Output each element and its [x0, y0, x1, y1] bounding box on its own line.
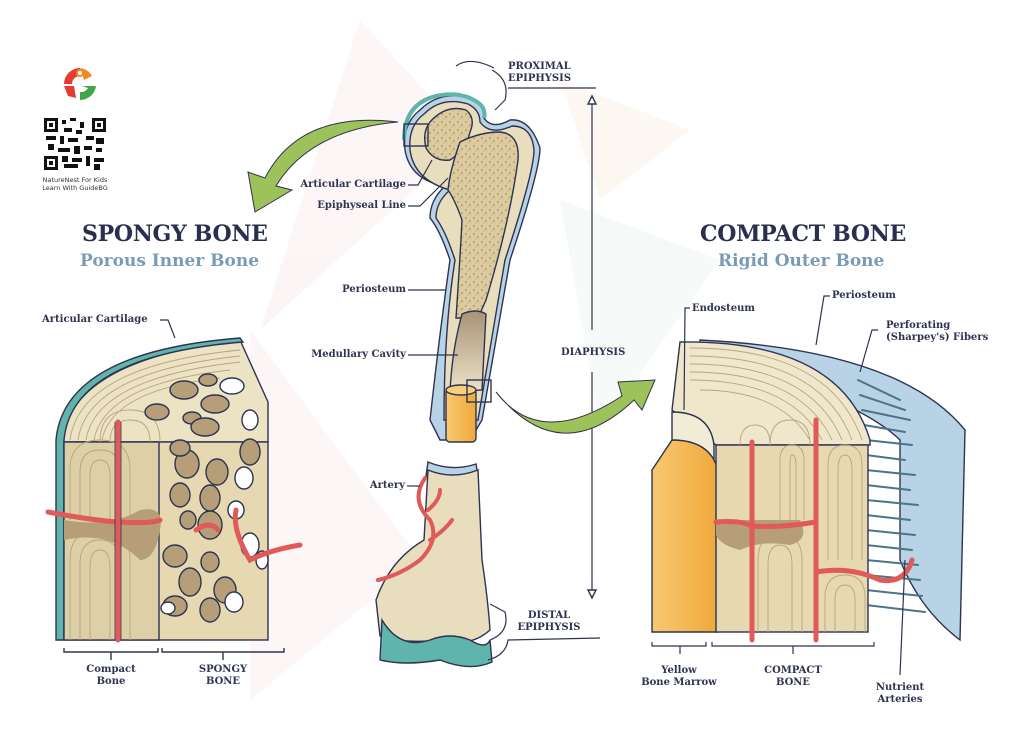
compact-bone-illustration — [651, 295, 966, 676]
label-marrow-line2: Bone Marrow — [641, 677, 717, 688]
label-distal-epiphysis: DISTAL EPIPHYSIS — [514, 610, 584, 634]
label-yellow-bone-marrow: Yellow Bone Marrow — [634, 665, 724, 689]
label-spongy-line1: SPONGY — [198, 664, 248, 675]
label-proximal-line2: EPIPHYSIS — [508, 73, 572, 84]
label-spongy-line2: BONE — [205, 676, 241, 687]
label-distal-line1: DISTAL — [527, 610, 571, 621]
spongy-bone-subtitle: Porous Inner Bone — [80, 251, 260, 271]
label-distal-line2: EPIPHYSIS — [517, 622, 581, 633]
label-compact-line2: Bone — [96, 676, 126, 687]
zoom-arrow-right — [495, 379, 656, 434]
logo-icon — [64, 68, 96, 101]
label-nutrient-line2: Arteries — [877, 694, 923, 705]
label-compact-bone-left: Compact Bone — [76, 664, 146, 688]
label-artery: Artery — [369, 480, 405, 491]
label-spongy-bone: SPONGY BONE — [188, 664, 258, 688]
label-medullary-cavity: Medullary Cavity — [311, 349, 406, 360]
label-proximal-line1: PROXIMAL — [508, 61, 571, 72]
label-nutrient-arteries: Nutrient Arteries — [865, 682, 935, 706]
label-marrow-line1: Yellow — [661, 665, 697, 676]
label-perforating-line2: (Sharpey's) Fibers — [886, 332, 989, 343]
label-compact-bone-right: COMPACT BONE — [758, 665, 828, 689]
label-compact-right-line2: BONE — [775, 677, 811, 688]
femur-illustration — [375, 60, 601, 668]
label-perforating-fibers: Perforating (Sharpey's) Fibers — [886, 320, 988, 344]
label-nutrient-line1: Nutrient — [875, 682, 925, 693]
zoom-arrow-left — [247, 119, 399, 213]
label-compact-right-line1: COMPACT — [764, 665, 822, 676]
brand-name: NatureNest For Kids — [42, 176, 108, 184]
compact-bone-title: COMPACT BONE — [700, 221, 907, 247]
compact-bone-subtitle: Rigid Outer Bone — [718, 251, 885, 271]
brand-tagline: Learn With GuideBG — [42, 184, 108, 192]
label-articular-cartilage-left: Articular Cartilage — [42, 314, 148, 325]
label-epiphyseal-line: Epiphyseal Line — [317, 200, 406, 211]
label-periosteum-right: Periosteum — [832, 290, 896, 301]
label-perforating-line1: Perforating — [886, 320, 951, 331]
label-articular-cartilage-center: Articular Cartilage — [300, 179, 406, 190]
label-periosteum-center: Periosteum — [342, 284, 406, 295]
label-compact-line1: Compact — [86, 664, 136, 675]
label-proximal-epiphysis: PROXIMAL EPIPHYSIS — [508, 61, 571, 85]
label-diaphysis: DIAPHYSIS — [561, 347, 626, 358]
label-endosteum: Endosteum — [692, 303, 756, 314]
spongy-bone-title: SPONGY BONE — [82, 221, 268, 247]
spongy-bone-illustration — [45, 319, 303, 660]
qr-code-icon — [44, 118, 106, 170]
